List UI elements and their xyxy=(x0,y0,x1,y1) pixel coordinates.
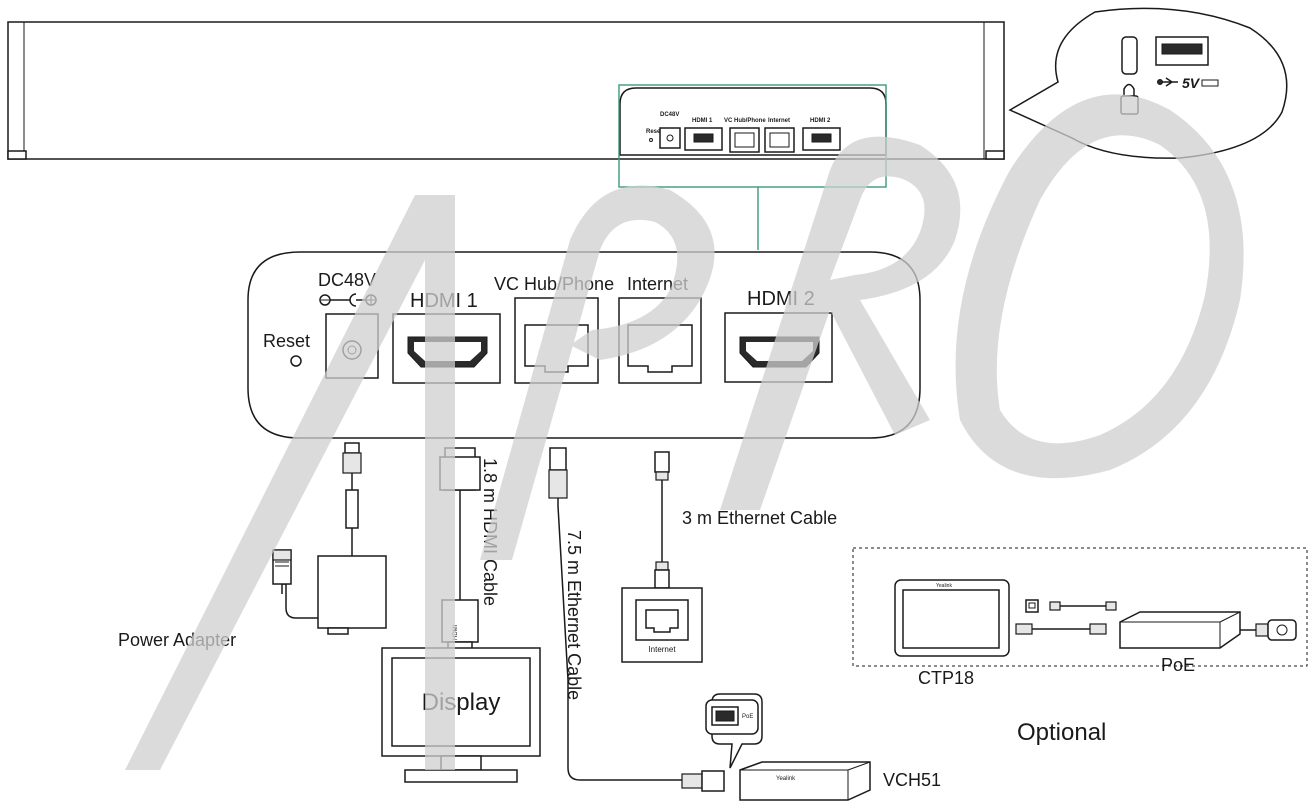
optional-label: Optional xyxy=(1017,719,1106,746)
mini-internet-label: Internet xyxy=(768,118,790,124)
display: Display xyxy=(381,647,541,783)
watermark xyxy=(125,94,1244,770)
mini-vchub-label: VC Hub/Phone xyxy=(724,118,766,124)
wall-internet-port: Internet xyxy=(621,587,703,663)
ethernet-long-label: 7.5 m Ethernet Cable xyxy=(564,530,584,700)
reset-button xyxy=(290,355,302,367)
poe-bubble: PoE xyxy=(705,693,763,769)
vch51: Yealink VCH51 xyxy=(739,761,941,801)
ethernet-short-label: 3 m Ethernet Cable xyxy=(682,508,837,528)
poe-bubble-label: PoE xyxy=(742,714,753,720)
ctp18-label: CTP18 xyxy=(918,668,974,688)
ethernet-cable-short: 3 m Ethernet Cable xyxy=(654,451,837,589)
optional-group: Yealink CTP18 PoE Optional xyxy=(852,547,1308,746)
ethernet-cable-long: 7.5 m Ethernet Cable xyxy=(548,447,725,792)
ctp18-brand: Yealink xyxy=(936,583,952,589)
mini-dc-label: DC48V xyxy=(660,112,679,118)
zoom-frame xyxy=(618,84,887,188)
main-unit: Reset DC48V HDMI 1 VC Hub/Phone Internet… xyxy=(7,21,1005,160)
dc48v-label: DC48V xyxy=(318,270,376,290)
hdmi-plug-text: HDMI xyxy=(453,624,459,640)
wall-port-label: Internet xyxy=(648,645,676,654)
kensington-slot xyxy=(1121,36,1138,75)
poe-label: PoE xyxy=(1161,655,1195,675)
mini-reset-label: Reset xyxy=(646,129,662,135)
reset-label: Reset xyxy=(263,331,310,351)
vch51-brand: Yealink xyxy=(776,776,796,782)
usb-5v-label: 5V xyxy=(1182,75,1201,91)
mini-hdmi1-label: HDMI 1 xyxy=(692,118,713,124)
vch51-label: VCH51 xyxy=(883,770,941,790)
vc-hub-label: VC Hub/Phone xyxy=(494,274,614,294)
poe-injector xyxy=(1119,611,1241,649)
mini-hdmi2-label: HDMI 2 xyxy=(810,118,831,124)
